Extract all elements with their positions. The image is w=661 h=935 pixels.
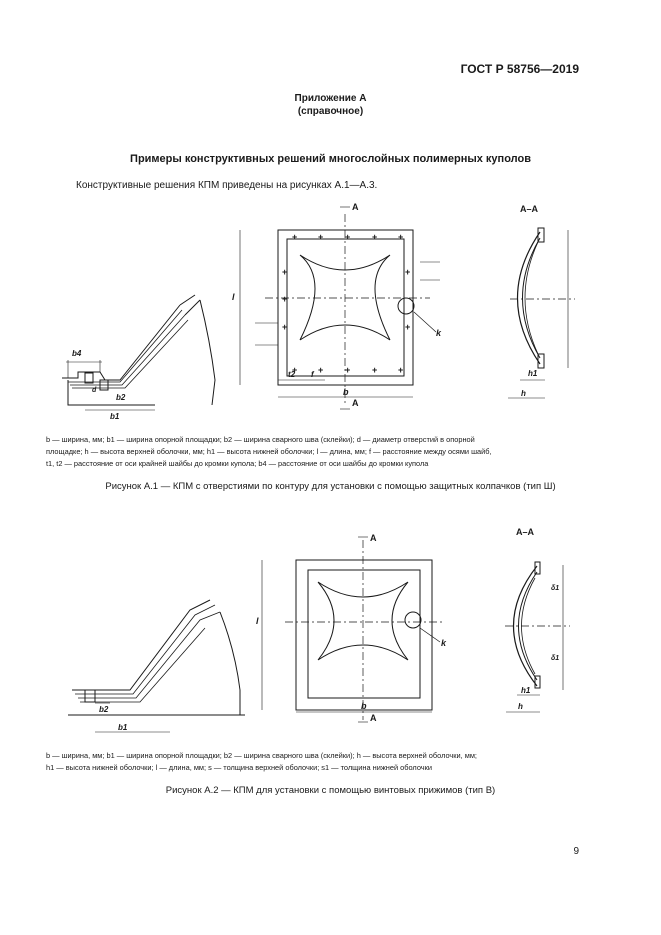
page-number: 9 [573,846,579,857]
fig1-label-h1: h1 [528,369,538,378]
fig1-section-detail [62,294,216,411]
intro-text: Конструктивные решения КПМ приведены на … [76,180,378,191]
fig2-label-aa: А–А [516,527,535,537]
svg-text:+: + [405,267,410,277]
fig1-label-h: h [521,389,526,398]
fig1-label-aa: А–А [520,204,539,214]
svg-text:+: + [292,232,297,242]
fig1-label-k: k [436,328,442,338]
fig1-plan-view [239,206,440,410]
fig2-label-b1: b1 [118,723,128,732]
svg-text:+: + [292,365,297,375]
svg-text:+: + [398,232,403,242]
fig2-section-detail [68,599,245,733]
fig1-label-a-bottom: А [352,398,359,408]
fig1-plus-markers: + + + + + + + + + + + + + + + [282,232,410,375]
fig2-label-a-top: А [370,533,377,543]
svg-text:+: + [282,322,287,332]
fig2-label-l: l [256,616,259,626]
fig1-label-b4: b4 [72,349,82,358]
svg-text:+: + [405,322,410,332]
fig1-legend-line3: t1, t2 — расстояние от оси крайней шайбы… [46,459,429,468]
fig2-label-k: k [441,638,447,648]
fig1-label-t2: t2 [288,370,296,379]
fig2-legend-line2: h1 — высота нижней оболочки; l — длина, … [46,763,432,772]
fig2-plan-view [261,536,445,723]
fig2-label-a-bottom: А [370,713,377,723]
svg-text:+: + [318,232,323,242]
appendix-type: (справочное) [297,106,364,117]
fig2-section-aa [505,561,570,713]
fig2-label-h: h [518,702,523,711]
fig1-legend-line2: площадке; h — высота верхней оболочки, м… [46,447,492,456]
fig2-label-b: b [361,701,367,711]
fig2-label-d1-top: δ1 [551,585,559,592]
svg-text:+: + [372,365,377,375]
fig2-caption: Рисунок А.2 — КПМ для установки с помощь… [165,785,496,796]
fig1-label-b: b [343,387,349,397]
fig1-caption: Рисунок А.1 — КПМ с отверстиями по конту… [105,481,556,492]
fig1-label-b2: b2 [116,393,126,402]
fig2-label-b2: b2 [99,705,109,714]
fig1-label-a-top: А [352,202,359,212]
standard-number: ГОСТ Р 58756—2019 [460,62,579,76]
fig1-legend-line1: b — ширина, мм; b1 — ширина опорной площ… [46,435,475,444]
fig1-label-b1: b1 [110,412,120,421]
fig1-label-l: l [232,292,235,302]
fig1-label-d: d [92,387,97,394]
svg-text:+: + [282,267,287,277]
fig2-legend-line1: b — ширина, мм; b1 — ширина опорной площ… [46,751,477,760]
fig2-label-d1-bottom: δ1 [551,655,559,662]
fig2-label-h1: h1 [521,686,531,695]
appendix-title: Приложение А [294,93,367,104]
fig1-label-f: f [311,370,315,379]
svg-text:+: + [282,294,287,304]
fig1-section-aa [508,227,575,399]
section-title: Примеры конструктивных решений многослой… [130,153,531,165]
svg-text:+: + [318,365,323,375]
svg-text:+: + [372,232,377,242]
svg-text:+: + [398,365,403,375]
svg-text:+: + [345,365,350,375]
svg-text:+: + [345,232,350,242]
